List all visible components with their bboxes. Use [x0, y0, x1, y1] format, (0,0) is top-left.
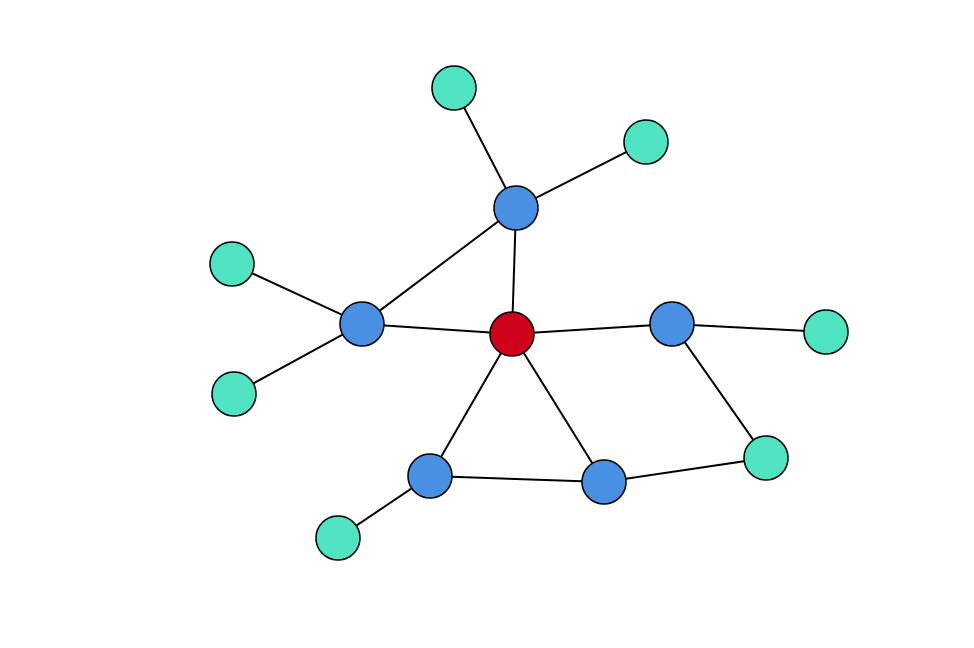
node-hub-bottom-left[interactable] [407, 453, 453, 499]
edge-hub-left-to-leaf-left-1 [231, 263, 363, 325]
edge-hub-top-to-leaf-top-2 [515, 141, 647, 209]
nodes-layer [209, 65, 849, 561]
node-hub-top[interactable] [493, 185, 539, 231]
node-leaf-left-1[interactable] [209, 241, 255, 287]
node-leaf-top-2[interactable] [623, 119, 669, 165]
edge-center-to-hub-bottom-right [511, 333, 605, 483]
node-leaf-left-2[interactable] [211, 371, 257, 417]
edge-center-to-hub-bottom-left [429, 333, 513, 477]
edge-hub-left-to-leaf-left-2 [233, 323, 363, 395]
edge-hub-right-to-leaf-right-2 [671, 323, 767, 459]
edge-hub-right-to-leaf-right-1 [671, 323, 827, 333]
edge-center-to-hub-right [511, 323, 673, 335]
edge-hub-left-to-center [361, 323, 513, 335]
node-hub-left[interactable] [339, 301, 385, 347]
node-leaf-right-2[interactable] [743, 435, 789, 481]
node-hub-bottom-right[interactable] [581, 459, 627, 505]
node-hub-right[interactable] [649, 301, 695, 347]
node-leaf-bottom-1[interactable] [315, 515, 361, 561]
node-center[interactable] [489, 311, 535, 357]
edge-hub-bottom-left-to-hub-bottom-right [429, 475, 605, 483]
node-leaf-right-1[interactable] [803, 309, 849, 355]
edge-hub-bottom-right-to-leaf-right-2 [603, 457, 767, 483]
edge-hub-top-to-hub-left [361, 207, 517, 325]
edges-layer [231, 87, 827, 539]
node-leaf-top-1[interactable] [431, 65, 477, 111]
